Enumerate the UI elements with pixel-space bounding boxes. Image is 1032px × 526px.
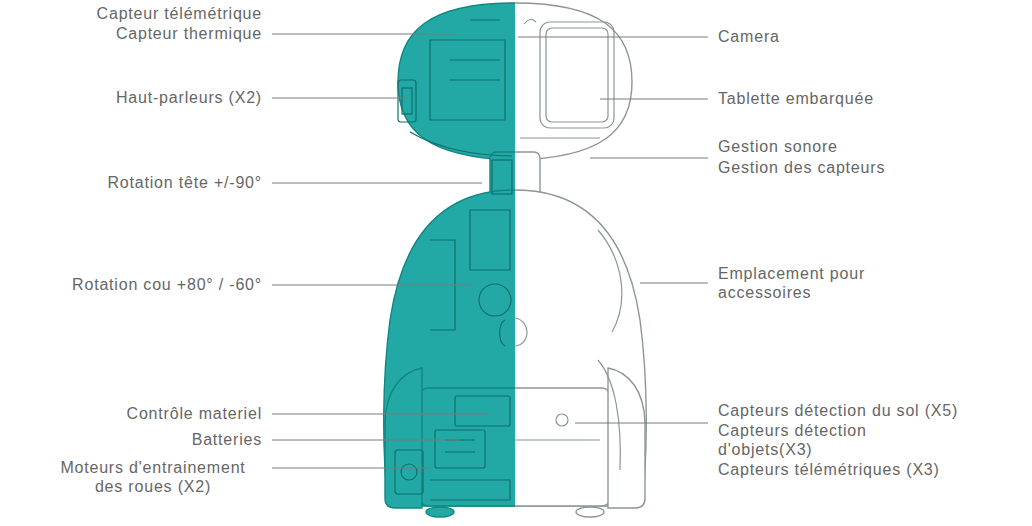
illustration-part (515, 439, 600, 440)
illustration-part (272, 183, 482, 184)
illustration-part (435, 430, 485, 468)
part-label: Capteur télémétrique (97, 4, 262, 23)
illustration-part (402, 88, 412, 114)
illustration-part (272, 440, 460, 441)
part-label: Capteurs détection d'objets(X3) (718, 421, 918, 459)
part-label: Capteur thermique (116, 24, 262, 43)
illustration-part (575, 423, 708, 424)
part-label: Batteries (192, 430, 262, 449)
illustration-part (272, 98, 405, 99)
illustration-part (515, 19, 622, 470)
part-label: Tablette embarquée (718, 89, 874, 108)
illustration-part (598, 360, 620, 470)
illustration-part (640, 283, 708, 284)
illustration-part (492, 160, 512, 194)
illustration-part (518, 37, 708, 38)
illustration-part (450, 20, 500, 80)
illustration-part (272, 414, 488, 415)
illustration-part (600, 99, 708, 100)
illustration-part (395, 20, 512, 500)
leader-lines (272, 34, 708, 468)
illustration-part (445, 440, 475, 452)
part-label: Gestion des capteurs (718, 158, 885, 177)
part-label: Emplacement pour accessoires (718, 264, 898, 302)
illustration-part (272, 468, 430, 469)
illustration-part (401, 464, 417, 480)
illustration-part (598, 230, 622, 332)
part-label: Camera (718, 27, 780, 46)
illustration-part (524, 19, 536, 24)
part-label: Capteurs télémétriques (X3) (718, 460, 940, 479)
illustration-part (590, 158, 708, 159)
illustration-part (515, 3, 646, 517)
illustration-part (500, 320, 505, 346)
illustration-part (470, 210, 510, 270)
illustration-part (430, 480, 510, 500)
illustration-part (395, 450, 423, 494)
part-label: Contrôle materiel (127, 404, 262, 423)
robot-outline (515, 3, 646, 517)
illustration-part (515, 318, 527, 346)
illustration-part (520, 137, 600, 138)
part-label: Capteurs détection du sol (X5) (718, 401, 958, 420)
part-label: Moteurs d'entrainement des roues (X2) (44, 458, 262, 496)
illustration-part (479, 284, 511, 316)
illustration-part (398, 80, 416, 122)
illustration-part (272, 285, 470, 286)
illustration-part (455, 396, 510, 426)
part-label: Rotation tête +/-90° (108, 173, 262, 192)
illustration-part (556, 414, 568, 426)
illustration-part (540, 22, 614, 128)
illustration-part (272, 34, 455, 35)
part-label: Gestion sonore (718, 137, 838, 156)
illustration-part (546, 28, 608, 122)
part-label: Rotation cou +80° / -60° (72, 275, 262, 294)
illustration-part (410, 132, 512, 156)
part-label: Haut-parleurs (X2) (116, 88, 262, 107)
